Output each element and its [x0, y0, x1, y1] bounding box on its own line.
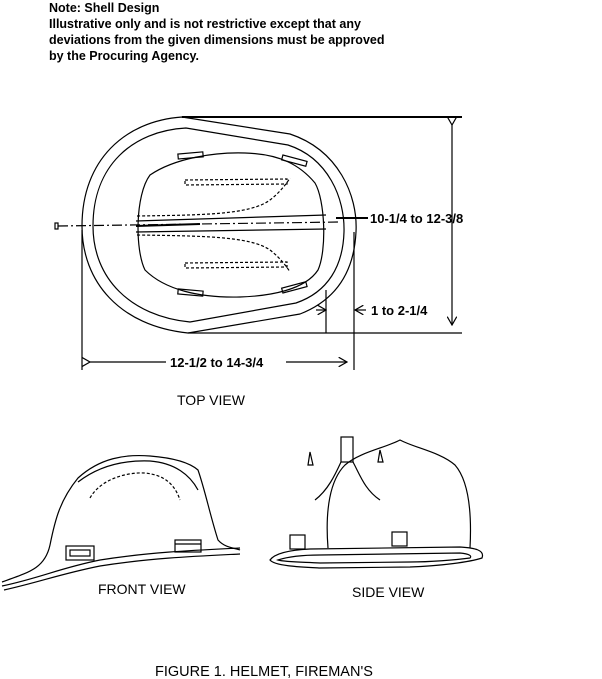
figure-caption: FIGURE 1. HELMET, FIREMAN'S: [155, 664, 373, 679]
side-view: SIDE VIEW: [269, 436, 484, 600]
note-title: Note: Shell Design: [49, 1, 160, 15]
note-line-2: deviations from the given dimensions mus…: [49, 33, 385, 47]
height-dimension-label: 10-1/4 to 12-3/8: [370, 211, 463, 226]
note-block: Note: Shell Design Illustrative only and…: [49, 0, 384, 64]
front-view: FRONT VIEW: [1, 454, 241, 597]
length-dimension-label: 12-1/2 to 14-3/4: [170, 355, 264, 370]
brim-dimension-label: 1 to 2-1/4: [371, 303, 428, 318]
crown-outline: [137, 152, 325, 298]
note-line-1: Illustrative only and is not restrictive…: [49, 17, 361, 31]
side-view-label: SIDE VIEW: [352, 584, 425, 600]
inner-brim-outline: [92, 127, 345, 323]
centerline: [57, 221, 341, 227]
top-view-label: TOP VIEW: [177, 392, 246, 408]
top-view: 10-1/4 to 12-3/8 1 to 2-1/4 12-1/2 to 14…: [54, 116, 463, 408]
front-view-label: FRONT VIEW: [98, 581, 186, 597]
note-line-3: by the Procuring Agency.: [49, 49, 200, 63]
outer-shell-outline: [81, 116, 357, 334]
